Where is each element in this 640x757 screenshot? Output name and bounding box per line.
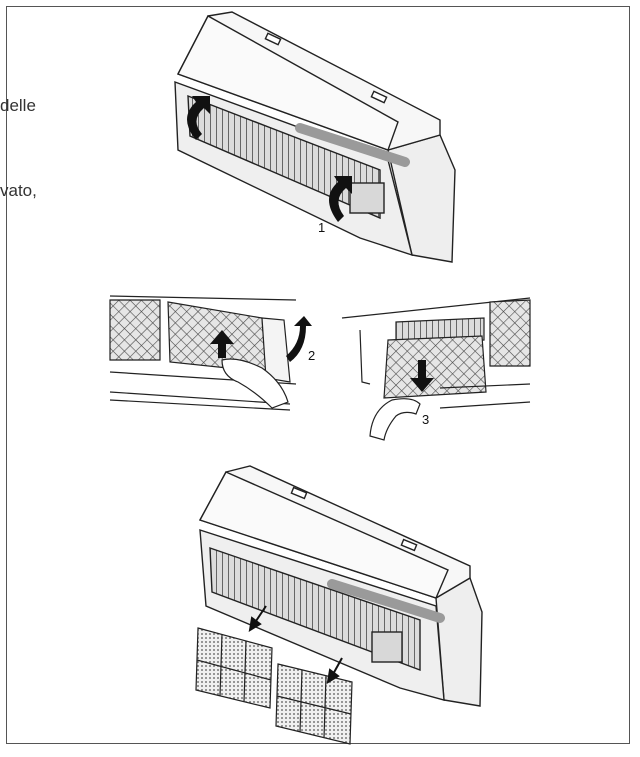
filter-slide-out-detail xyxy=(341,297,531,441)
step-3-label: 3 xyxy=(422,412,429,427)
curved-arrow-icon xyxy=(286,316,312,362)
removed-filter-left xyxy=(195,627,273,709)
filter-lift-detail xyxy=(109,295,297,411)
step-2-label: 2 xyxy=(308,348,315,363)
ac-unit-top xyxy=(174,11,456,263)
ac-unit-bottom xyxy=(198,465,483,707)
cut-off-text-line-2: vato, xyxy=(0,181,37,200)
down-arrow-icon xyxy=(248,605,343,684)
step-1-label: 1 xyxy=(318,220,325,235)
removed-filter-right xyxy=(275,663,353,745)
curved-arrow-icon xyxy=(187,96,352,222)
cut-off-text-line-1: delle xyxy=(0,96,36,115)
down-arrow-icon xyxy=(410,360,434,392)
up-arrow-icon xyxy=(210,330,234,358)
page-frame xyxy=(6,6,630,744)
